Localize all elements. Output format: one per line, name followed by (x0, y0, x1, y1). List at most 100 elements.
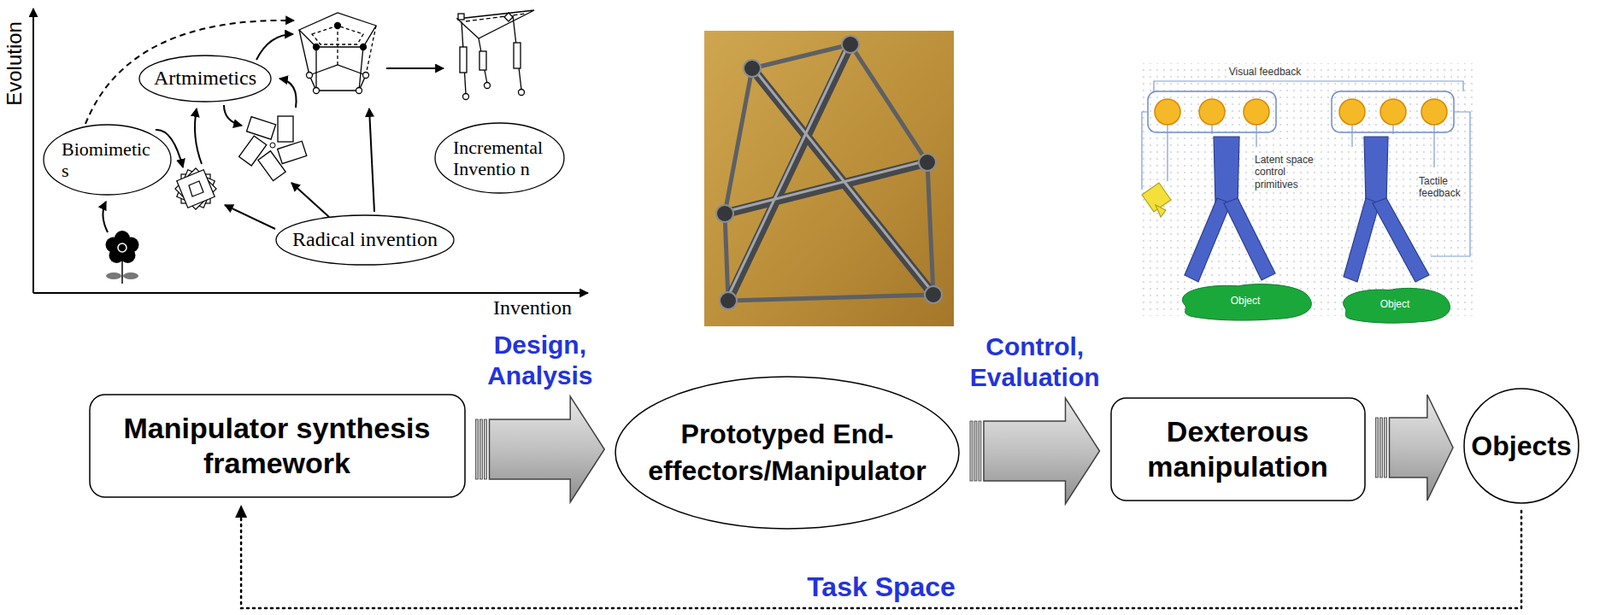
mechanism-figure-part (365, 25, 377, 76)
chart-axes-part (32, 8, 35, 294)
origami-figure-part (175, 168, 217, 210)
control-figure-part (1154, 99, 1448, 125)
control-figure-part (1184, 136, 1430, 283)
mechanism-figure-part (358, 47, 364, 91)
node-outline (1342, 288, 1450, 324)
node-label: Prototyped End-effectors/Manipulator (647, 416, 928, 490)
node-text-group: Radical invention (292, 228, 438, 253)
mechanism-figure-part (315, 47, 317, 91)
node-outline (1182, 283, 1312, 320)
tensegrity-photo-part-part (724, 162, 928, 214)
node-label: Radical invention (292, 228, 438, 253)
node-text-group: Manipulator synthesis framework (123, 411, 432, 482)
axis-label: Evolution (2, 21, 28, 106)
node-outline (435, 123, 565, 194)
mechanism-figure-part (356, 88, 363, 95)
arrow-stripe (1384, 417, 1388, 478)
node-outline (89, 394, 465, 498)
tensegrity-photo-part-part (724, 68, 753, 214)
origami-figure-part (239, 135, 267, 166)
chart-axes-part (33, 292, 589, 295)
tensegrity-photo-part (724, 43, 934, 300)
control-figure-part-part (1211, 124, 1212, 135)
mechanism-figure-part (478, 38, 488, 84)
flower-icon-part (123, 272, 139, 280)
node-text-group: Artmimetics (153, 66, 257, 91)
mechanism-figure (457, 10, 535, 100)
tensegrity-photo-part (724, 44, 934, 301)
origami-figure-part (270, 142, 276, 148)
control-figure-part-part (1199, 99, 1225, 125)
evolution-arrow-part (224, 205, 276, 230)
control-figure-part-part (1243, 99, 1270, 125)
control-figure-part (1141, 111, 1471, 257)
arrow-stripe (1380, 417, 1383, 478)
node-outline (276, 215, 454, 265)
mechanism-figure-part (299, 29, 310, 76)
control-figure-part (1137, 63, 1475, 317)
arrow-body (1389, 394, 1454, 501)
control-figure-part-part (1141, 111, 1148, 190)
mechanism-figure-part (299, 12, 377, 48)
node-text-group: Objects (1470, 430, 1571, 463)
evolution-arrow-part (369, 108, 375, 212)
mechanism-figure-part (335, 23, 342, 30)
node-shape (614, 376, 960, 530)
origami-figure-part (277, 141, 307, 164)
tensegrity-photo-part-part (924, 286, 942, 304)
node-text-group: Object (1230, 294, 1261, 307)
edge-label: Design, Analysis (471, 329, 609, 392)
mechanism-figure-part (306, 72, 313, 79)
control-figure-part-part (1392, 124, 1394, 135)
control-figure-part-part (1255, 124, 1257, 148)
tensegrity-photo-part-part (752, 66, 934, 294)
mechanism-figure-part (459, 47, 467, 73)
tensegrity-photo-part-part (850, 44, 928, 163)
node-outline (139, 55, 271, 102)
mechanism-figure-part (463, 94, 470, 100)
node-text-group: Dexterous manipulation (1146, 414, 1330, 485)
idea-ellipse: Biomimetic s (42, 123, 172, 196)
mechanism-figure-part (313, 88, 320, 95)
origami-figure (175, 168, 217, 210)
evolution-arrow-part (386, 67, 444, 70)
mechanism-figure-part (360, 44, 367, 51)
tensegrity-photo-part-part (724, 160, 928, 212)
control-figure-part-part (1339, 99, 1365, 125)
process-box: Manipulator synthesis framework (88, 394, 466, 499)
mechanism-figure-part (518, 89, 525, 96)
arrow-stripe (974, 421, 977, 482)
tensegrity-photo-part-part (724, 213, 729, 301)
block-arrow (1376, 394, 1454, 501)
origami-figure-part (277, 116, 294, 142)
tensegrity-photo-part-part (719, 292, 737, 310)
mechanism-figure-part (458, 13, 465, 20)
mechanism-figure-part (309, 64, 366, 91)
control-figure-part (1137, 63, 1475, 317)
process-ellipse: Prototyped End-effectors/Manipulator (614, 376, 960, 530)
block-arrow (476, 396, 606, 503)
node-outline (1111, 398, 1365, 501)
control-figure-part-part (1223, 198, 1276, 281)
mechanism-figure-part (363, 72, 370, 79)
origami-figure (239, 116, 307, 182)
node-label: Dexterous manipulation (1146, 414, 1330, 485)
idea-ellipse: Artmimetics (138, 54, 272, 103)
node-label: Object (1230, 294, 1261, 307)
node-label: Biomimetic s (61, 138, 153, 183)
control-figure-part-part (1433, 124, 1435, 168)
tensegrity-photo-part-part (716, 205, 734, 223)
arrow-stripe (484, 419, 488, 480)
mechanism-figure-part (479, 51, 487, 71)
evolution-arrow-part (256, 34, 294, 60)
node-outline (615, 376, 959, 530)
tensegrity-photo-part-part (743, 59, 761, 77)
mechanism-figure-part (465, 13, 526, 22)
node-text-group: Incremental Inventio n (452, 136, 546, 181)
node-text-group: Object (1380, 298, 1411, 311)
origami-figure-part (188, 181, 204, 197)
tensegrity-photo-part-part (918, 153, 936, 171)
arrow-stripe (476, 419, 479, 480)
evolution-arrow-part (85, 20, 295, 124)
